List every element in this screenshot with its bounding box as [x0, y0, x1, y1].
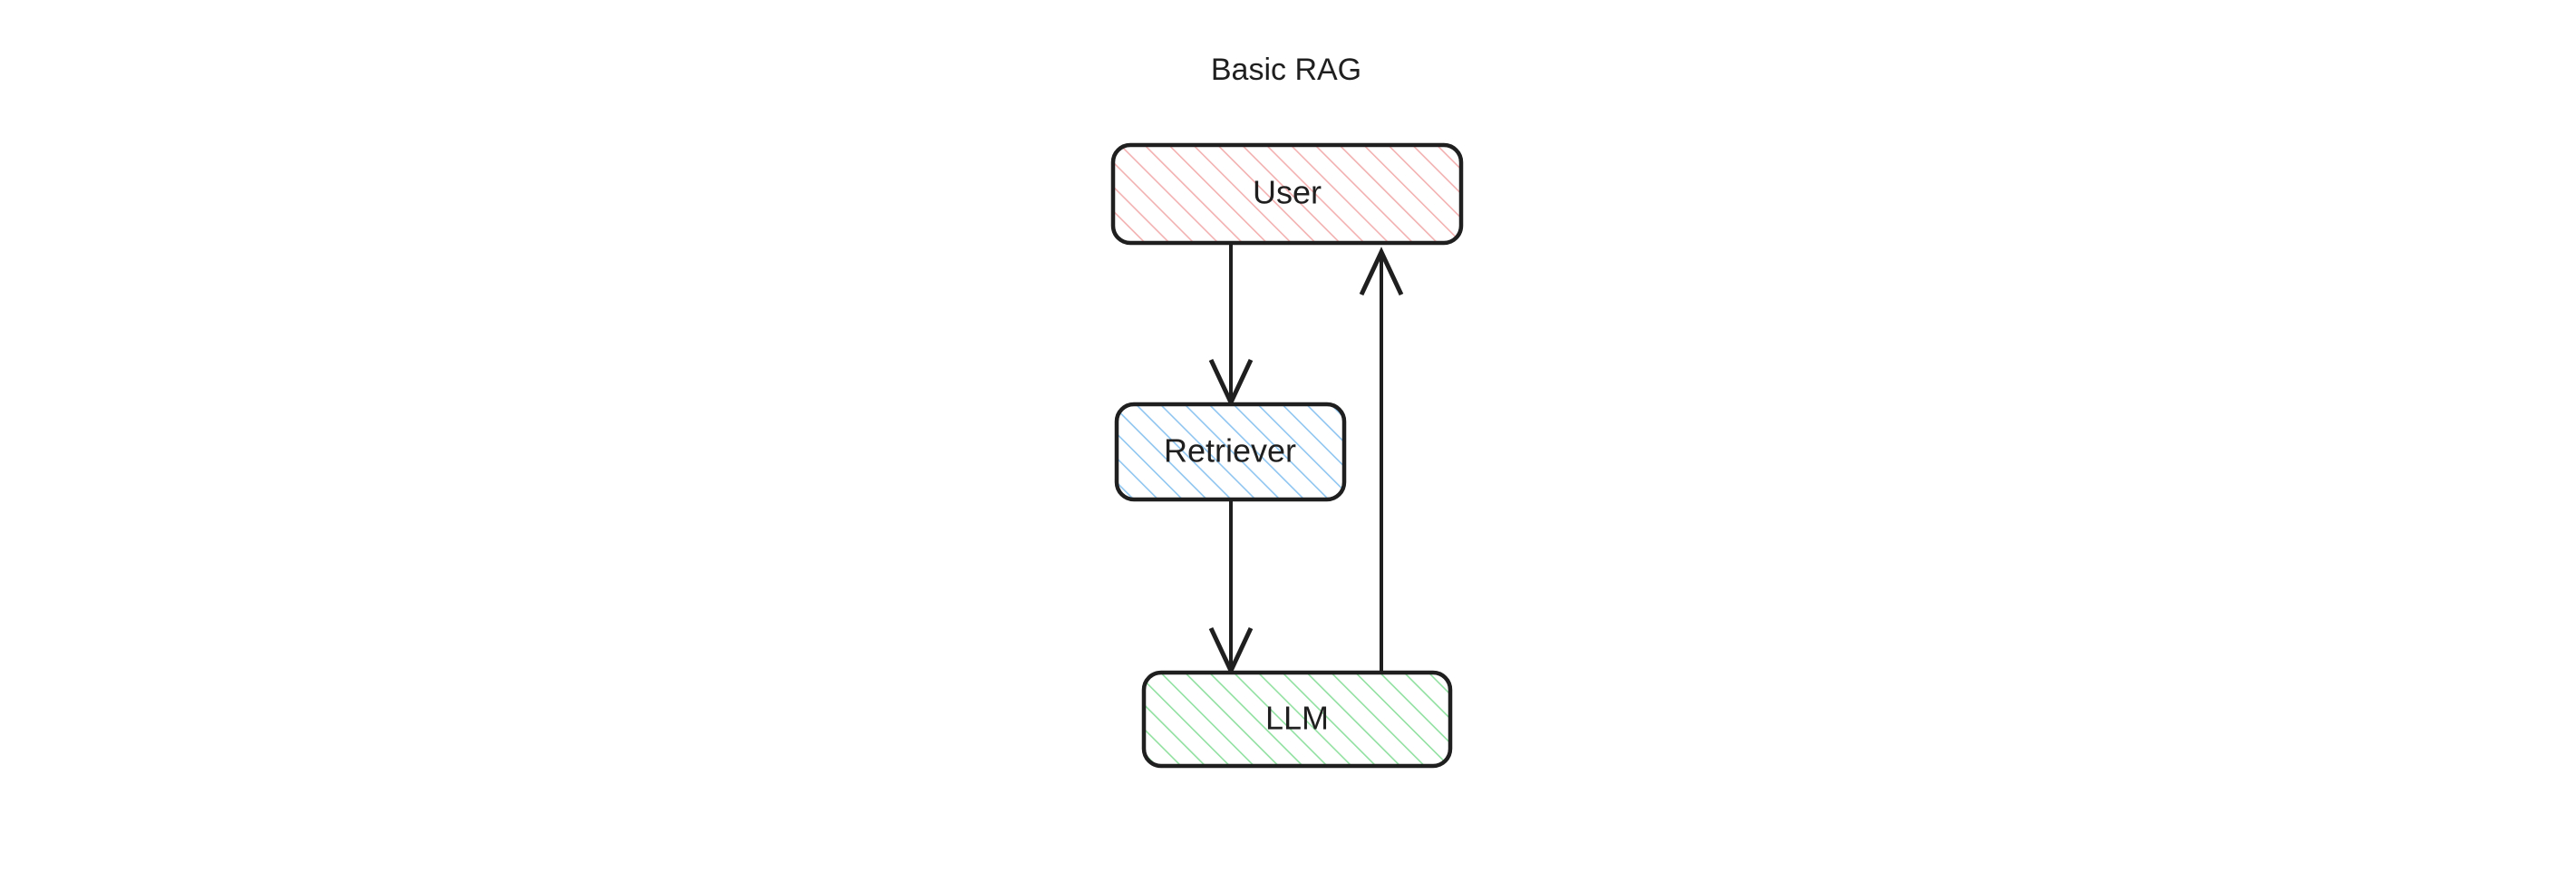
edge-llm-to-user-arrowhead-icon — [1359, 247, 1404, 296]
node-llm-shape[interactable] — [1141, 670, 1453, 769]
edge-retriever-to-llm — [1208, 499, 1254, 676]
node-user[interactable]: User — [1110, 142, 1464, 246]
node-user-label: User — [1253, 174, 1322, 211]
edge-user-to-retriever — [1208, 243, 1254, 408]
page-title: Basic RAG — [1211, 53, 1361, 87]
node-retriever-label: Retriever — [1164, 432, 1296, 470]
edge-llm-to-user — [1359, 247, 1404, 673]
node-retriever-shape[interactable] — [1114, 402, 1347, 502]
node-llm[interactable]: LLM — [1141, 670, 1453, 769]
node-user-shape[interactable] — [1110, 142, 1464, 246]
node-retriever[interactable]: Retriever — [1114, 402, 1347, 502]
node-llm-label: LLM — [1265, 700, 1329, 737]
